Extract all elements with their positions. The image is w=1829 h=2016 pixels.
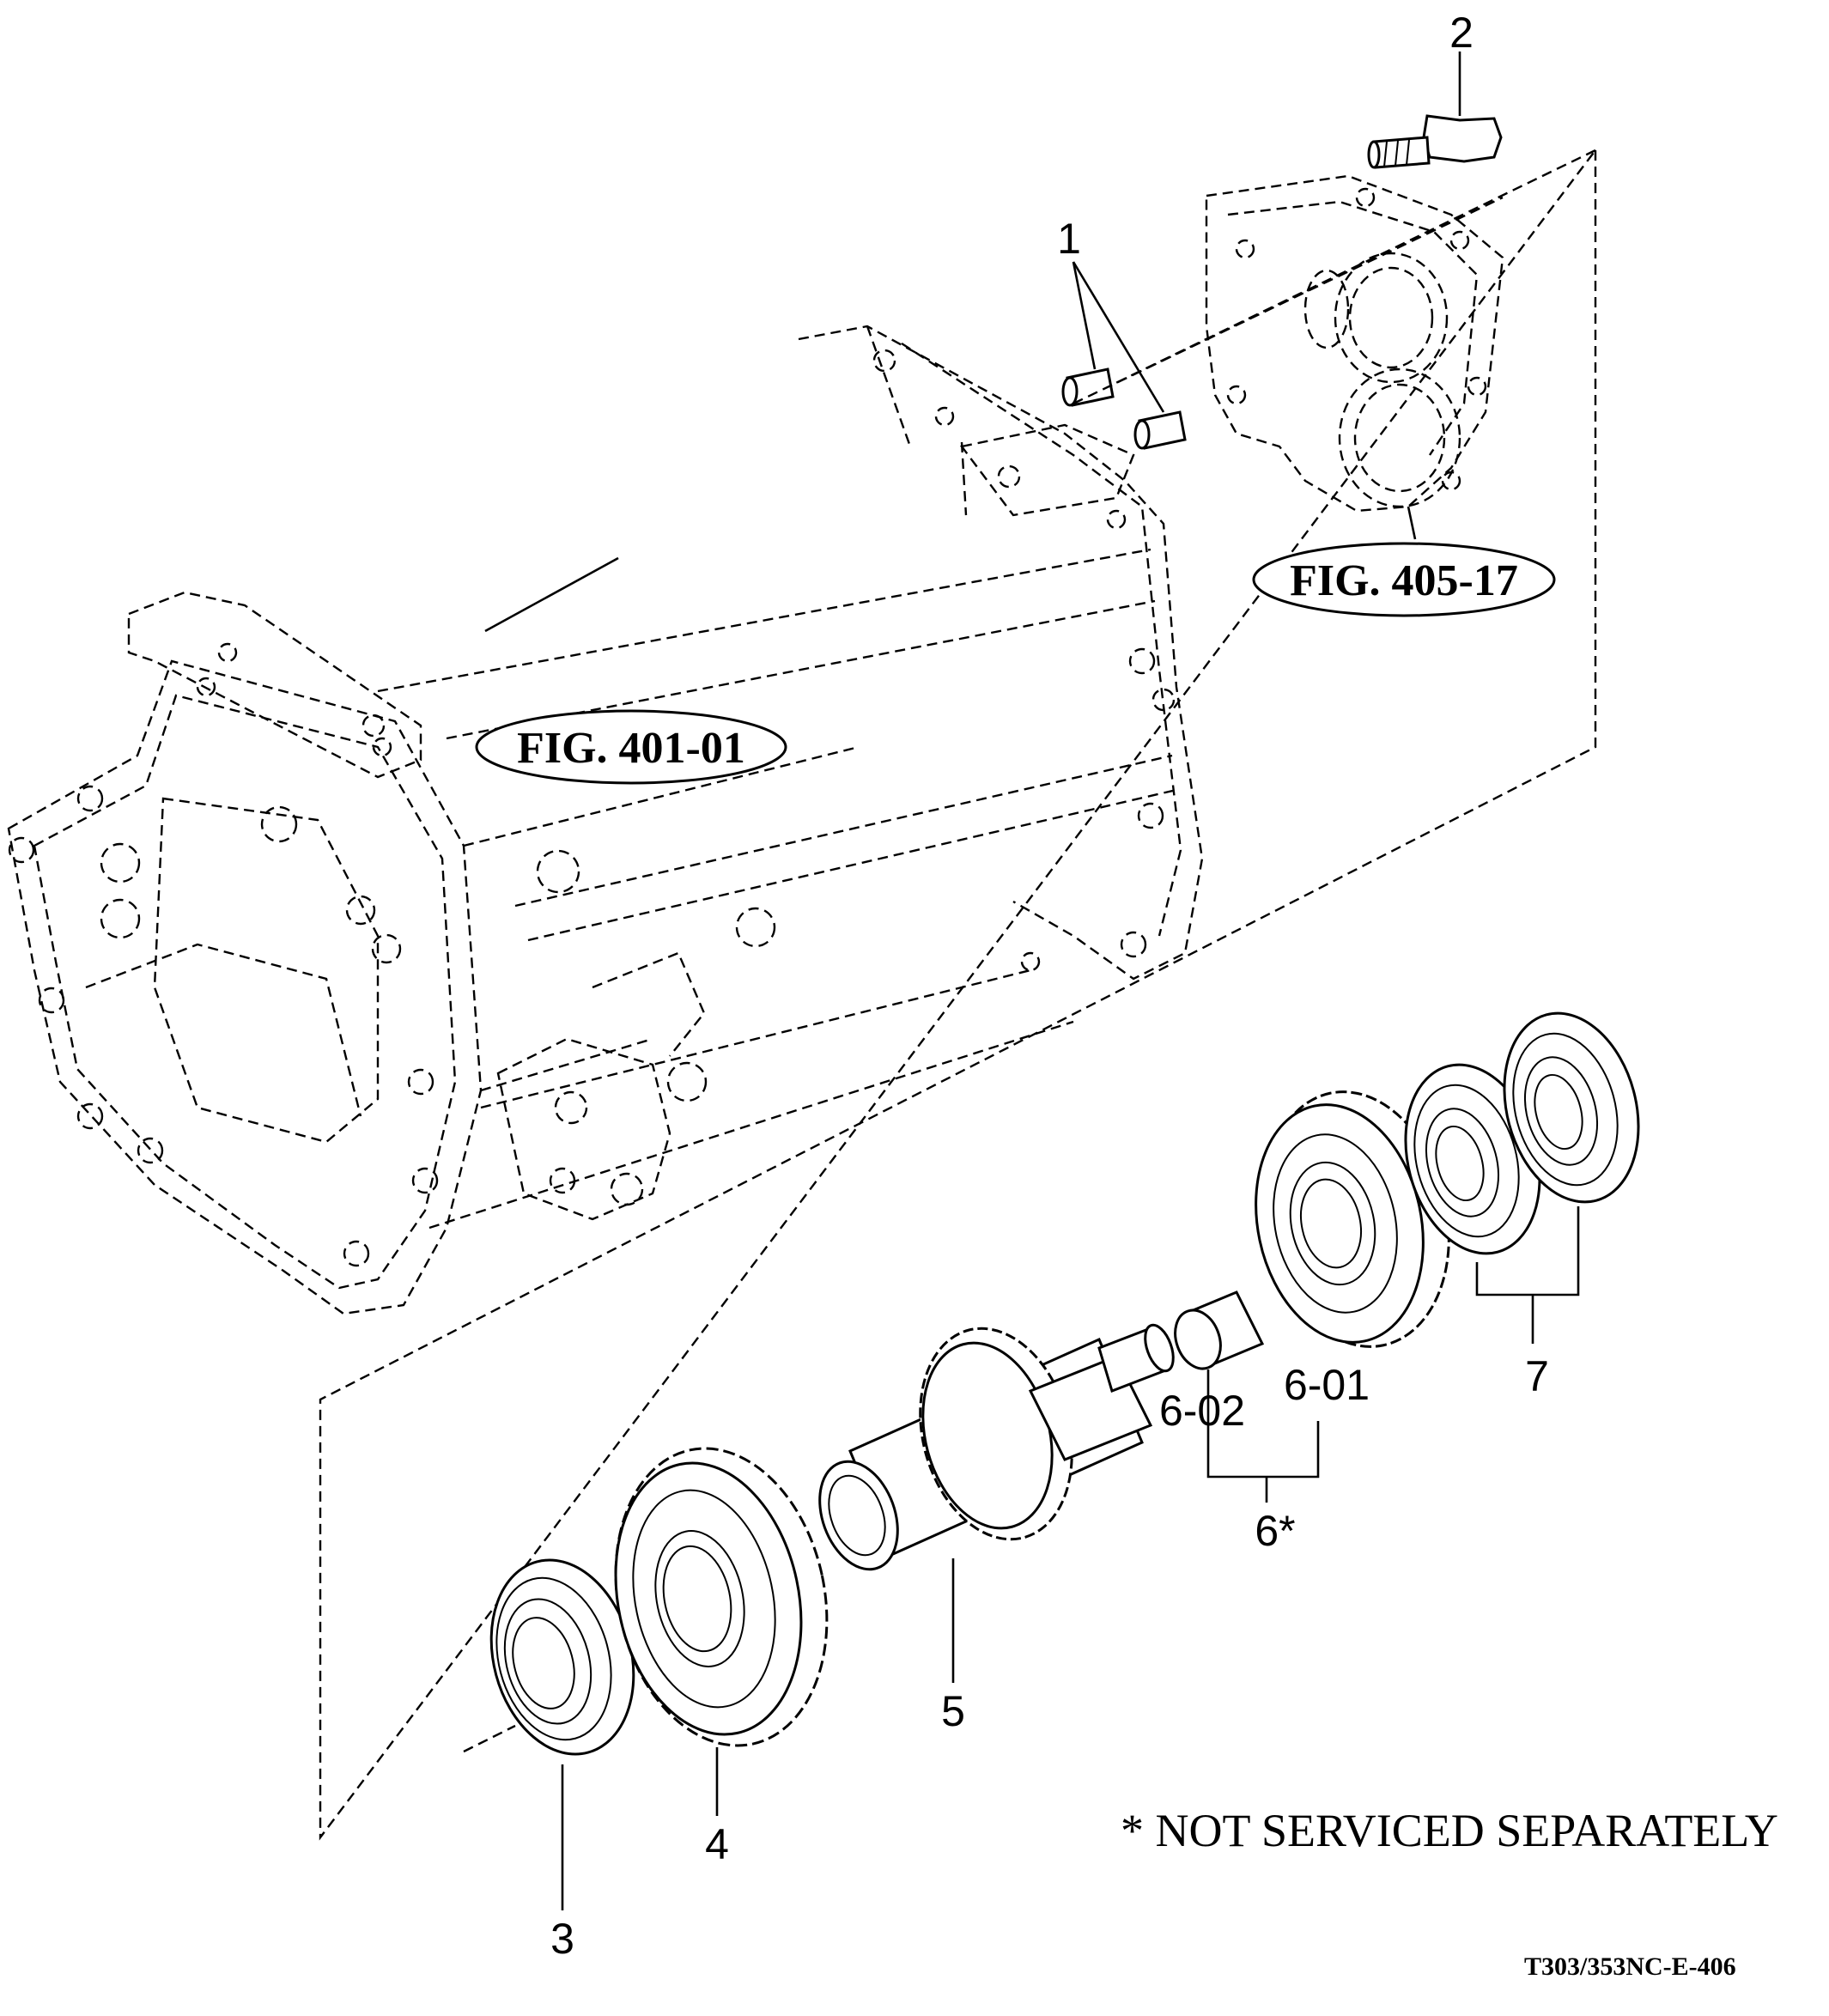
- section-boundary: [319, 147, 1597, 1841]
- sleeve-6-02: [1174, 1290, 1265, 1370]
- shaft: [818, 1323, 1175, 1571]
- callout-6-01: 6-01: [1284, 1361, 1370, 1409]
- callout-6-02: 6-02: [1159, 1387, 1245, 1435]
- dowel-pins: [1061, 367, 1187, 450]
- callout-3: 3: [550, 1915, 574, 1963]
- leader-lines: [484, 52, 1580, 1910]
- bolt: [1367, 114, 1503, 169]
- figure-ref-401[interactable]: FIG. 401-01: [475, 709, 787, 785]
- gear-6-01: [1255, 1090, 1450, 1348]
- rear-cover-plate: [1205, 174, 1504, 513]
- assembly-axis-top: [1072, 196, 1504, 405]
- callout-7: 7: [1525, 1352, 1549, 1400]
- callout-1: 1: [1057, 215, 1081, 263]
- callout-2: 2: [1449, 9, 1474, 57]
- transmission-housing: [7, 325, 1204, 1315]
- document-id: T303/353NC-E-406: [1524, 1952, 1736, 1981]
- figure-ref-405[interactable]: FIG. 405-17: [1252, 542, 1556, 617]
- bearings-right: [1404, 1011, 1640, 1255]
- figure-ref-405-label: FIG. 405-17: [1290, 556, 1518, 605]
- callout-5: 5: [941, 1687, 965, 1735]
- callout-4: 4: [705, 1820, 729, 1868]
- assembly-axis: [463, 1724, 516, 1753]
- callout-6: 6*: [1255, 1507, 1295, 1555]
- service-note: * NOT SERVICED SEPARATELY: [1121, 1805, 1778, 1856]
- gear-4: [614, 1447, 829, 1747]
- figure-ref-401-label: FIG. 401-01: [517, 724, 745, 773]
